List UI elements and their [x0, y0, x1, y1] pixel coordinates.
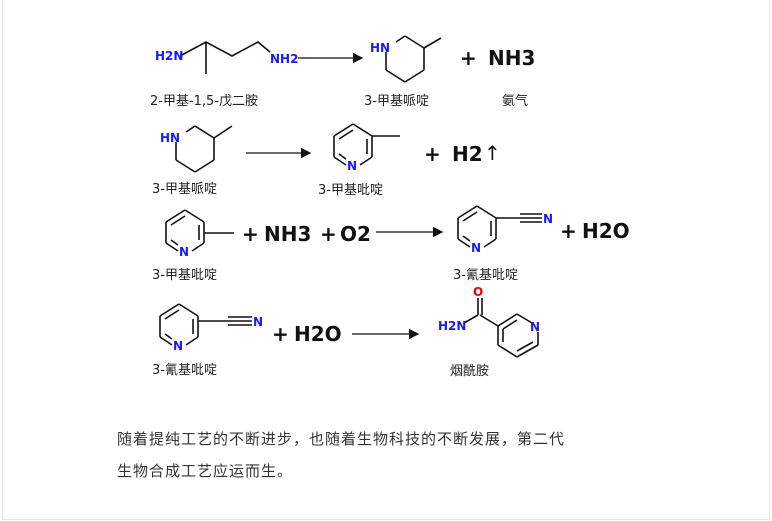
atom-n: N — [253, 315, 263, 329]
plus-sign: + — [320, 222, 337, 246]
atom-n: N — [173, 339, 183, 353]
plus-sign: + — [424, 142, 441, 166]
product-label: 3-氰基吡啶 — [453, 268, 518, 283]
molecule-3-cyanopyridine-2 — [159, 303, 252, 346]
atom-o: O — [473, 285, 483, 299]
molecule-3-methylpiperidine-1 — [385, 35, 442, 83]
molecule-3-methylpiperidine-2 — [175, 125, 233, 173]
product-label: 3-甲基吡啶 — [318, 183, 383, 198]
atom-hn: HN — [370, 41, 390, 55]
atom-n: N — [471, 241, 481, 255]
gas-arrow-mark: ↑ — [484, 141, 501, 165]
reagent-formula: O2 — [340, 222, 371, 246]
atom-nh2: NH2 — [270, 52, 298, 66]
paragraph-line-2: 生物合成工艺应运而生。 — [117, 462, 294, 480]
molecule-nicotinamide — [463, 298, 539, 358]
molecule-2-methyl-pentanediamine — [179, 41, 271, 74]
molecule-3-cyanopyridine-1 — [457, 205, 542, 248]
byproduct-label: 氨气 — [502, 94, 529, 109]
reagent-formula: NH3 — [264, 222, 312, 246]
plus-sign: + — [560, 219, 577, 243]
atom-h2n: H2N — [155, 49, 183, 63]
byproduct-formula: H2 — [452, 142, 483, 166]
paragraph-line-1: 随着提纯工艺的不断进步，也随着生物科技的不断发展，第二代 — [117, 430, 566, 448]
reactant-label: 3-氰基吡啶 — [152, 363, 217, 378]
atom-n: N — [543, 212, 553, 226]
reactant-label: 2-甲基-1,5-戊二胺 — [150, 94, 259, 109]
atom-h2n: H2N — [438, 319, 466, 333]
byproduct-formula: H2O — [582, 219, 630, 243]
product-label: 烟酰胺 — [450, 364, 490, 379]
reactant-label: 3-甲基吡啶 — [152, 268, 217, 283]
plus-sign: + — [460, 46, 477, 70]
atom-n: N — [347, 159, 357, 173]
plus-sign: + — [272, 322, 289, 346]
atom-n: N — [179, 245, 189, 259]
byproduct-formula: NH3 — [488, 46, 536, 70]
reactant-label: 3-甲基哌啶 — [152, 182, 217, 197]
atom-hn: HN — [160, 131, 180, 145]
atom-n: N — [530, 320, 540, 334]
molecule-3-methylpyridine-2 — [165, 209, 234, 252]
reaction-scheme: H2N NH2 HN HN N — [155, 35, 553, 358]
product-label: 3-甲基哌啶 — [364, 94, 429, 109]
reagent-formula: H2O — [294, 322, 342, 346]
plus-sign: + — [242, 222, 259, 246]
molecule-3-methylpyridine-1 — [333, 123, 400, 166]
